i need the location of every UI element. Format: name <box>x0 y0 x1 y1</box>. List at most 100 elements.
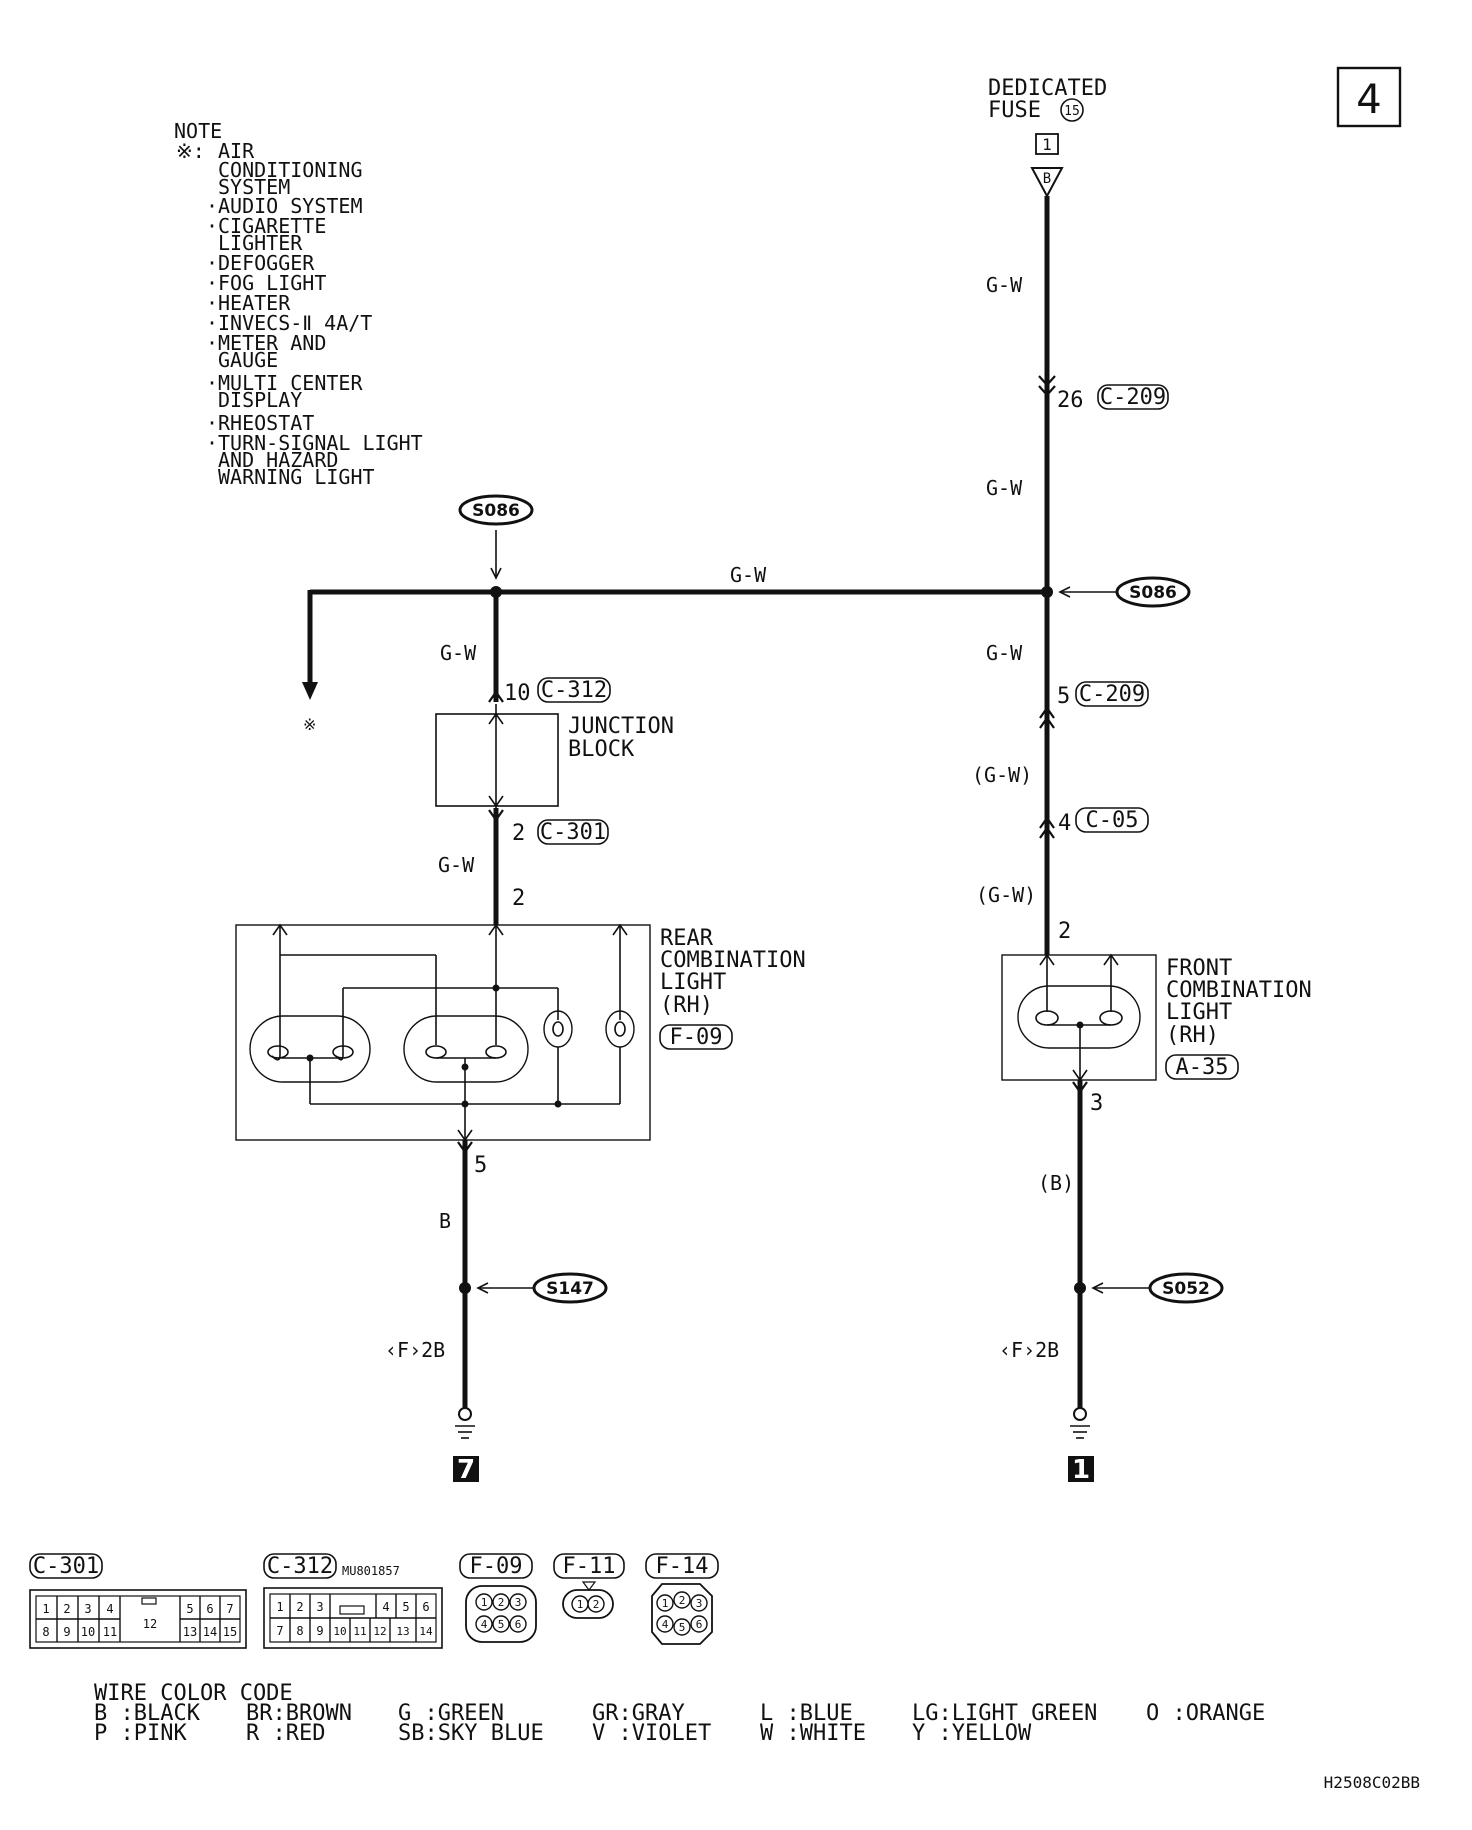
pin-number: 5 <box>1057 684 1070 709</box>
fuse-line2: FUSE <box>988 98 1041 123</box>
fuse-terminal-box <box>1035 133 1059 155</box>
svg-text:W :WHITE: W :WHITE <box>760 1721 866 1746</box>
svg-text:1: 1 <box>577 1598 584 1611</box>
svg-text:S086: S086 <box>1129 583 1177 603</box>
svg-text:5: 5 <box>186 1602 193 1616</box>
svg-text:·: · <box>206 431 218 455</box>
note-item: FOG LIGHT <box>218 271 326 295</box>
wire-label-gw: G-W <box>440 641 477 665</box>
svg-text:·: · <box>206 214 218 238</box>
note-item: TURN-SIGNAL LIGHT <box>218 431 423 455</box>
svg-text:8: 8 <box>296 1624 303 1638</box>
svg-text:15: 15 <box>223 1625 237 1639</box>
junction-block-label: JUNCTION <box>568 714 674 739</box>
svg-text:G :GREEN: G :GREEN <box>398 1701 504 1726</box>
svg-text:12: 12 <box>373 1625 386 1638</box>
svg-text:4: 4 <box>382 1600 389 1614</box>
connector-mark <box>1039 706 1055 729</box>
svg-text:10: 10 <box>333 1625 346 1638</box>
svg-text:3: 3 <box>515 1596 522 1609</box>
rear-light-label: (RH) <box>660 993 713 1018</box>
rear-light-label: REAR <box>660 926 714 951</box>
splice-dot <box>459 1282 471 1294</box>
splice-s147: S147 <box>476 1272 608 1304</box>
note-item: CIGARETTE <box>218 214 326 238</box>
connector-mark <box>1072 1081 1088 1094</box>
splice-dot <box>1074 1282 1086 1294</box>
note-block: NOTE ※: AIR CONDITIONING SYSTEM · AUDIO … <box>174 119 423 489</box>
svg-text:C-05: C-05 <box>1086 808 1139 833</box>
svg-text:14: 14 <box>419 1625 433 1638</box>
svg-text:S086: S086 <box>472 501 520 521</box>
svg-text:F-14: F-14 <box>656 1554 709 1579</box>
svg-text:1: 1 <box>662 1597 669 1610</box>
svg-text:2: 2 <box>296 1600 303 1614</box>
svg-text:S052: S052 <box>1162 1279 1210 1299</box>
svg-text:1: 1 <box>481 1596 488 1609</box>
wire-label-gw: G-W <box>438 853 475 877</box>
svg-text:C-301: C-301 <box>540 820 606 845</box>
svg-text:·: · <box>206 311 218 335</box>
connector-mark <box>457 1141 473 1154</box>
rear-combination-light: REAR COMBINATION LIGHT (RH) F-09 <box>235 923 806 1142</box>
svg-text:4: 4 <box>481 1618 488 1631</box>
svg-text:SB:SKY BLUE: SB:SKY BLUE <box>398 1721 544 1746</box>
wire-color-code: WIRE COLOR CODE B :BLACK BR:BROWN G :GRE… <box>94 1681 1265 1746</box>
connector-tag-f09-text: F-09 <box>670 1025 723 1050</box>
note-title: NOTE <box>174 119 222 143</box>
wire-label-gw: G-W <box>986 273 1023 297</box>
front-light-label: FRONT <box>1166 956 1232 981</box>
note-item: CONDITIONING <box>218 158 363 182</box>
svg-text:·: · <box>206 331 218 355</box>
svg-text:·: · <box>206 194 218 218</box>
wire-label-b: B <box>439 1209 451 1233</box>
svg-text:2: 2 <box>593 1598 600 1611</box>
connector-view-f09: F-09 1 2 3 4 5 6 <box>459 1553 537 1643</box>
svg-text:7: 7 <box>226 1602 233 1616</box>
front-light-label: (RH) <box>1166 1023 1219 1048</box>
svg-text:3: 3 <box>316 1600 323 1614</box>
junction-block: JUNCTION BLOCK <box>435 704 674 808</box>
ground-code: ‹F›2B <box>385 1338 445 1362</box>
wire-label-b-paren: (B) <box>1038 1171 1074 1195</box>
junction-block-label: BLOCK <box>568 737 635 762</box>
fuse-line1: DEDICATED <box>988 76 1107 101</box>
rear-light-label: COMBINATION <box>660 948 806 973</box>
note-item: RHEOSTAT <box>218 411 314 435</box>
svg-text:11: 11 <box>353 1625 366 1638</box>
wire-label-gw-paren: (G-W) <box>972 763 1032 787</box>
svg-text:F-09: F-09 <box>470 1554 523 1579</box>
page-number: 4 <box>1356 77 1381 123</box>
svg-text:5: 5 <box>498 1618 505 1631</box>
wire-label-gw-paren: (G-W) <box>976 883 1036 907</box>
note-item: GAUGE <box>218 348 278 372</box>
svg-text:5: 5 <box>402 1600 409 1614</box>
connector-tag-c312: C-312 <box>537 677 611 703</box>
asterisk-mark: ※ <box>303 715 316 734</box>
svg-text:·: · <box>206 411 218 435</box>
wire-label-gw: G-W <box>730 563 767 587</box>
fuse-connector-triangle <box>1030 167 1064 199</box>
wire-color-code-title: WIRE COLOR CODE <box>94 1681 293 1706</box>
svg-text:1: 1 <box>42 1602 49 1616</box>
ground-code: ‹F›2B <box>999 1338 1059 1362</box>
fuse-connector-letter: B <box>1043 171 1051 187</box>
note-item: SYSTEM <box>218 175 290 199</box>
pin-number: 2 <box>512 886 525 911</box>
connector-view-c312: C-312 MU801857 1 2 3 4 5 6 7 8 9 10 11 1… <box>263 1553 443 1649</box>
svg-text:9: 9 <box>63 1625 70 1639</box>
splice-s086-right: S086 <box>1058 576 1191 608</box>
svg-text:6: 6 <box>206 1602 213 1616</box>
fuse-number: 15 <box>1064 104 1080 119</box>
svg-text:·: · <box>206 251 218 275</box>
pin-number: 2 <box>1058 919 1071 944</box>
svg-text:F-11: F-11 <box>563 1554 616 1579</box>
ground-right-icon: 1 <box>1068 1407 1094 1485</box>
svg-text:·: · <box>206 271 218 295</box>
svg-text:7: 7 <box>276 1624 283 1638</box>
svg-text:9: 9 <box>316 1624 323 1638</box>
splice-s052: S052 <box>1091 1272 1224 1304</box>
svg-text:6: 6 <box>422 1600 429 1614</box>
svg-text:10: 10 <box>81 1625 95 1639</box>
svg-text:·: · <box>206 291 218 315</box>
